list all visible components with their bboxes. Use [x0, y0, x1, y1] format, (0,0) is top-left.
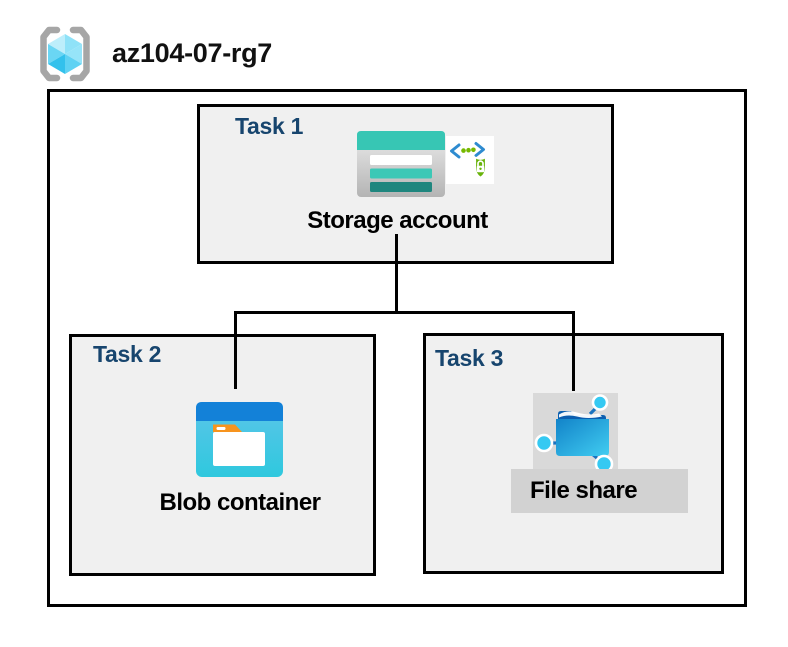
resource-group-header: az104-07-rg7: [0, 0, 788, 90]
storage-account-icon: [357, 131, 445, 197]
angle-bracket-right: [474, 142, 485, 157]
file-share-label-highlight: File share: [511, 469, 688, 513]
folder-front: [556, 419, 609, 456]
bracket-right: [69, 26, 90, 82]
connector-to-blob-container: [234, 311, 237, 389]
resource-group-title: az104-07-rg7: [112, 38, 272, 68]
folder-body: [213, 432, 265, 466]
task1-box: Task 1 Storage account: [197, 104, 614, 264]
resource-group-icon: [40, 26, 90, 82]
storage-account-label: Storage account: [307, 207, 488, 234]
task2-box: Task 2 Blob container: [69, 334, 376, 576]
file-share-selection-highlight: [533, 393, 618, 474]
task3-box: Task 3 File share: [423, 333, 724, 574]
task1-label: Task 1: [235, 113, 304, 139]
file-share-label: File share: [530, 477, 638, 504]
bracket-left: [40, 26, 61, 82]
connector-storage-stem: [395, 234, 398, 314]
connector-to-file-share: [572, 311, 575, 391]
task2-label: Task 2: [93, 341, 162, 367]
cube-glyph: [48, 34, 82, 74]
file-share-icon: [534, 394, 614, 474]
blob-container-icon: [196, 402, 283, 477]
task3-label: Task 3: [435, 345, 504, 371]
connector-branch: [234, 311, 575, 314]
blob-container-label: Blob container: [159, 489, 321, 516]
shield-lock: [474, 156, 487, 179]
angle-bracket-left: [450, 143, 461, 159]
sas-shield-lock-icon: [446, 136, 494, 184]
folder-tab: [213, 424, 242, 432]
